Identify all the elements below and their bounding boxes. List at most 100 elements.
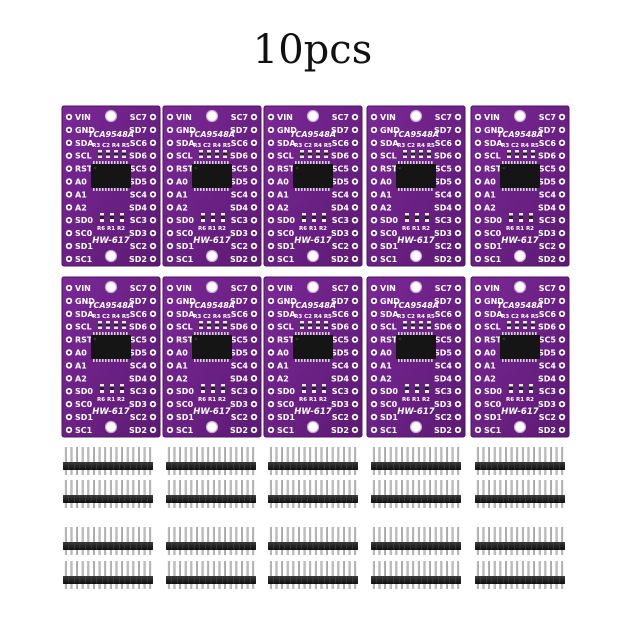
pin-hole: [168, 312, 172, 316]
header-pin: [533, 447, 535, 475]
pin-hole: [67, 338, 71, 341]
pin-hole: [560, 154, 564, 158]
pin-hole: [168, 180, 172, 183]
pin-header-strip: [166, 527, 256, 555]
pin-hole: [353, 193, 357, 196]
right-pin-label: SC6: [332, 310, 350, 319]
left-pin-label: A2: [176, 203, 188, 212]
right-pin-label: SD3: [230, 400, 248, 409]
header-pin: [93, 561, 95, 589]
ic-lead: [120, 359, 122, 362]
left-pin-label: SD0: [176, 216, 194, 225]
ic-lead: [212, 332, 214, 335]
pin-hole: [269, 364, 273, 367]
pin-hole: [168, 402, 172, 406]
header-pin: [281, 561, 283, 589]
left-pin-label: A2: [75, 374, 87, 383]
header-pin: [309, 527, 312, 555]
right-pin-label: SD4: [538, 374, 556, 383]
mounting-hole: [409, 280, 423, 294]
right-pin-label: SC4: [231, 190, 249, 199]
pin-hole: [252, 389, 256, 393]
ic-lead: [295, 188, 297, 191]
pin-hole: [67, 389, 71, 393]
pin-hole: [168, 364, 172, 367]
header-pin: [412, 561, 415, 589]
header-pin: [476, 527, 479, 555]
resistor-body: [316, 323, 320, 327]
left-pin-label: VIN: [176, 113, 192, 122]
pin-hole: [269, 193, 273, 196]
ic-lead: [526, 188, 528, 191]
pin-hole: [151, 376, 155, 380]
left-pin-label: SC1: [277, 255, 295, 264]
ic-lead: [111, 359, 113, 362]
right-pin-label: SC6: [130, 139, 148, 148]
right-pin-label: SC2: [435, 242, 452, 251]
header-pin: [533, 480, 535, 508]
left-pin-label: GND: [277, 126, 297, 135]
pin-hole: [560, 115, 564, 119]
pin-hole: [269, 115, 273, 119]
left-pin-label: GND: [277, 297, 297, 306]
resistor-body: [122, 152, 126, 156]
header-pin: [389, 480, 392, 508]
right-pin-label: SD6: [230, 152, 248, 161]
header-pin: [331, 561, 334, 589]
ic-body: [192, 164, 232, 188]
header-pin: [389, 447, 392, 475]
ic-pin1-mark: [502, 337, 506, 341]
pin-hole: [560, 231, 564, 235]
right-pin-label: SD4: [129, 203, 147, 212]
right-pin-label: SC6: [231, 310, 249, 319]
header-pin: [499, 447, 502, 475]
pin-hole: [560, 338, 564, 341]
pin-hole: [456, 231, 460, 235]
pin-hole: [168, 428, 172, 432]
pin-hole: [252, 193, 256, 196]
right-pin-label: SC6: [539, 139, 557, 148]
header-pin: [64, 480, 67, 508]
right-pin-label: SD3: [434, 400, 452, 409]
ic-lead: [126, 188, 128, 191]
pin-hole: [67, 415, 71, 419]
header-pin: [190, 561, 193, 589]
ic-lead: [298, 332, 300, 335]
ic-lead: [99, 359, 101, 362]
pin-hole: [372, 312, 376, 316]
ic-lead: [416, 359, 418, 362]
header-pin: [218, 480, 221, 508]
header-pin: [446, 480, 448, 508]
header-pin: [384, 561, 386, 589]
ic-lead: [105, 359, 107, 362]
pin-hole: [372, 364, 376, 367]
right-pin-label: SD7: [538, 297, 556, 306]
left-pin-label: A2: [380, 374, 392, 383]
pin-hole: [252, 325, 256, 329]
pin-hole: [252, 231, 256, 235]
ic-lead: [514, 188, 516, 191]
ic-lead: [511, 332, 513, 335]
ic-lead: [325, 188, 327, 191]
pin-hole: [168, 154, 172, 158]
ic-lead: [416, 332, 418, 335]
header-pin: [224, 447, 226, 475]
header-pin: [384, 527, 386, 555]
resistor-body: [405, 215, 409, 219]
header-pin: [476, 480, 479, 508]
ic-lead: [416, 161, 418, 164]
header-pin: [179, 561, 181, 589]
ic-lead: [108, 188, 110, 191]
ic-lead: [529, 161, 531, 164]
header-pin: [337, 527, 340, 555]
header-pin: [115, 480, 118, 508]
pin-hole: [476, 231, 480, 235]
ic-lead: [520, 161, 522, 164]
ic-lead: [298, 188, 300, 191]
ic-chip: [293, 161, 333, 191]
right-pin-label: SD4: [230, 203, 248, 212]
resistor-body: [312, 215, 316, 219]
ic-lead: [398, 161, 400, 164]
pin-hole: [67, 154, 71, 158]
pin-hole: [560, 257, 564, 261]
